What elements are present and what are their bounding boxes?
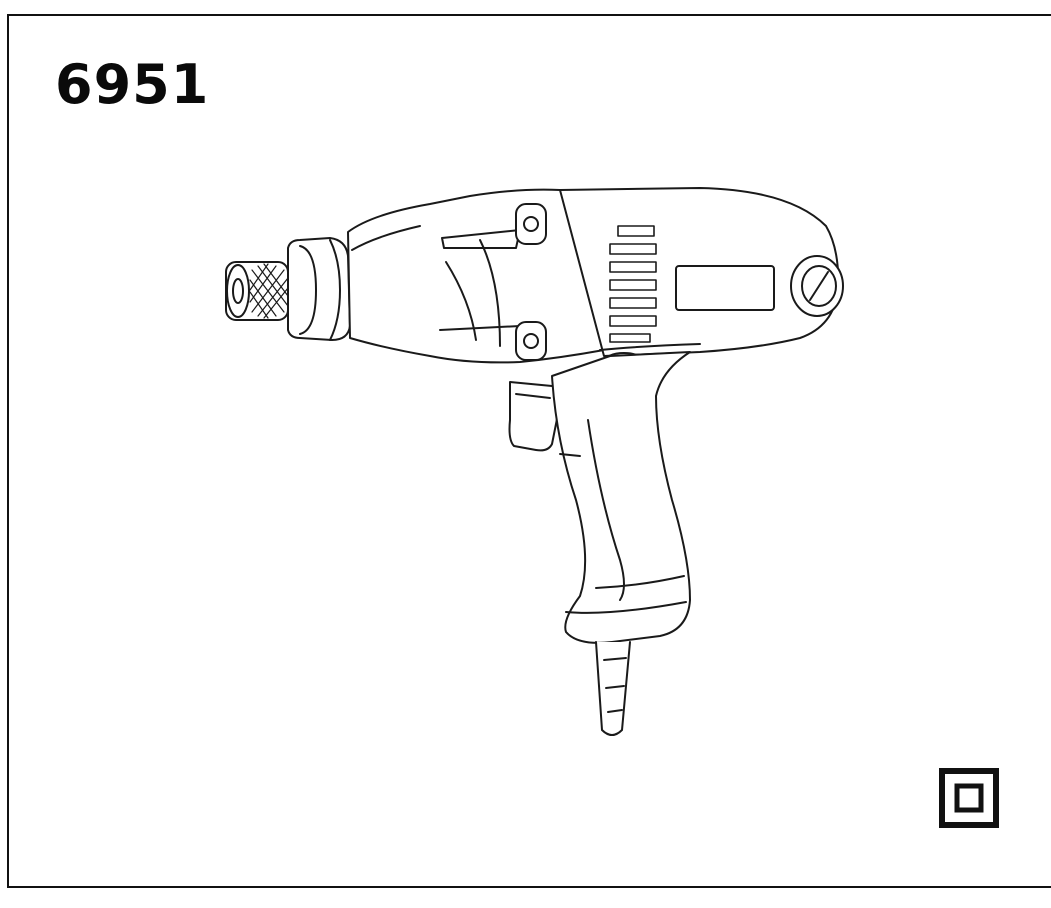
- page-frame: [7, 14, 1051, 888]
- trigger: [508, 381, 560, 452]
- air-vents: [609, 225, 657, 343]
- handle-grip: [551, 351, 691, 644]
- motor-housing: [559, 187, 844, 357]
- double-insulation-icon: [939, 768, 999, 828]
- front-collar: [287, 237, 351, 341]
- power-cord: [595, 641, 631, 736]
- hammer-case: [347, 188, 605, 364]
- model-number: 6951: [55, 53, 210, 116]
- anvil-tip: [225, 261, 289, 321]
